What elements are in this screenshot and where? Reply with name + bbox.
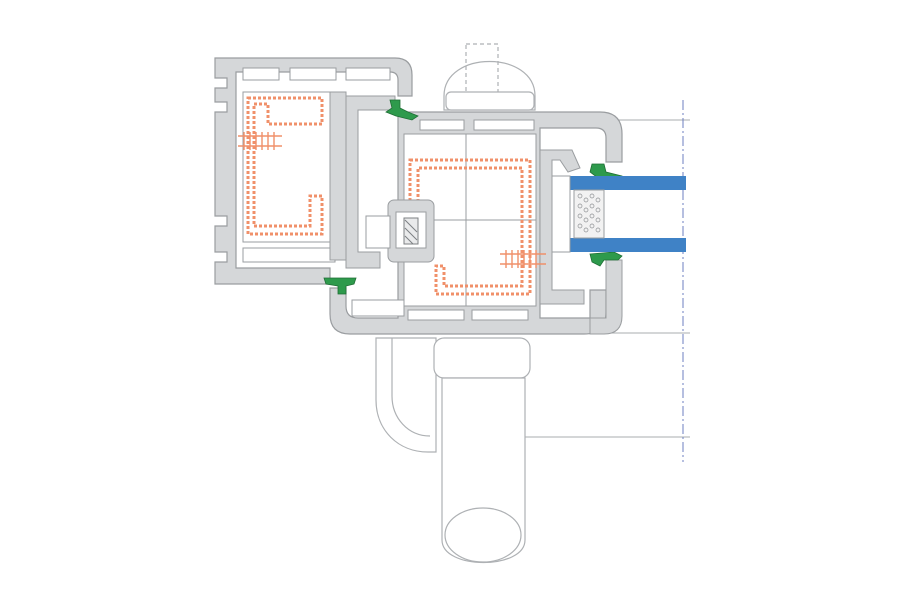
frame-profile	[214, 57, 413, 285]
handle-neck	[445, 91, 535, 111]
frame-chamber-top-mid	[289, 67, 337, 81]
handle-lever-end	[444, 507, 522, 563]
glazing-setting-block	[551, 175, 571, 253]
hardware-locking-cam	[365, 199, 435, 263]
lock-cam-hatch	[404, 219, 418, 245]
frame-main-chamber	[242, 91, 336, 243]
window-handle	[375, 43, 536, 564]
handle-collar	[433, 337, 531, 379]
lock-cam-keeper	[365, 215, 391, 249]
gasket-glass-bottom	[589, 251, 623, 267]
sash-chamber-bottom-c	[471, 309, 529, 321]
sealing-gaskets	[323, 99, 623, 295]
handle-base-inner	[391, 338, 431, 437]
sash-chamber-bottom-a	[351, 299, 405, 317]
desiccant-dots	[577, 193, 601, 233]
handle-base-plate	[375, 337, 437, 453]
sash-chamber-top-a	[419, 119, 465, 131]
gasket-frame-top	[385, 99, 419, 121]
double-glazing	[551, 175, 686, 253]
sash-chamber-bottom-b	[407, 309, 465, 321]
sash-screw	[500, 250, 546, 268]
steel-reinforcement-frame	[246, 96, 324, 236]
glass-pane-outer	[570, 176, 686, 190]
frame-right-wall	[329, 91, 347, 261]
glass-pane-inner	[570, 238, 686, 252]
sash-chamber-top-b	[473, 119, 535, 131]
sash-profile	[329, 111, 623, 335]
sash-right-wall	[589, 259, 623, 335]
frame-chamber-bottom	[242, 247, 336, 263]
frame-chamber-top-right	[345, 67, 391, 81]
glazing-bead	[539, 149, 585, 305]
gasket-frame-bottom	[323, 277, 357, 295]
frame-chamber-top-left	[242, 67, 280, 81]
frame-screw	[238, 132, 282, 150]
